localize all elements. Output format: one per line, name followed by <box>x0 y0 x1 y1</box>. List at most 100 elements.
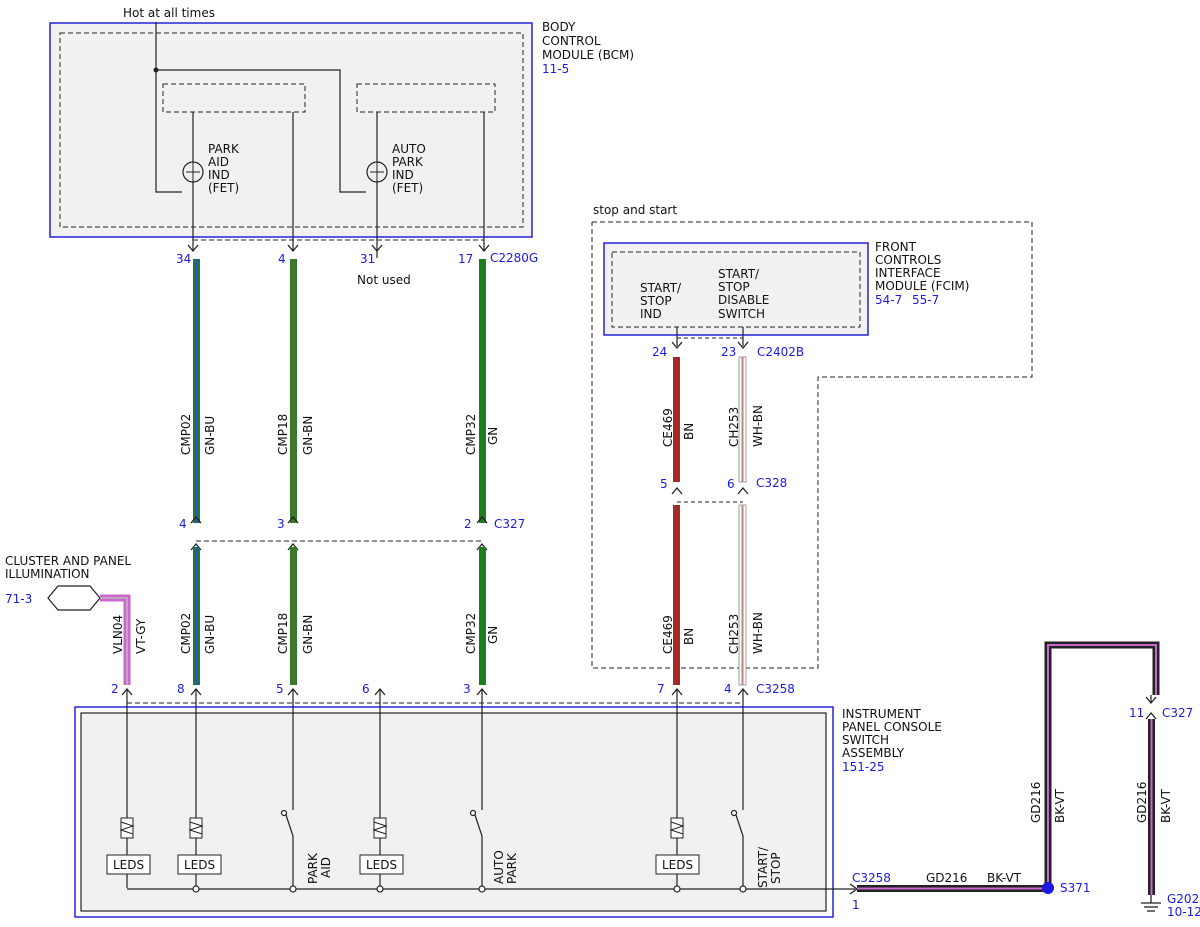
wire-label-ch253-upper: CH253 <box>727 407 741 447</box>
ss-disable-line3: DISABLE <box>718 293 769 307</box>
stop-start-region <box>591 221 1033 669</box>
bcm-inner-dashed <box>59 32 524 228</box>
wire-color-gn-upper: GN <box>486 427 500 445</box>
ss-disable-line4: SWITCH <box>718 307 765 321</box>
wire-cmp02-upper <box>193 259 200 523</box>
ipc-internal-wiring <box>126 690 855 890</box>
ipc-title-line1: INSTRUMENT <box>842 707 921 721</box>
wire-ch253-upper <box>738 356 747 483</box>
auto-park-fet-icon <box>366 161 388 183</box>
wire-color-gnbu-upper: GN-BU <box>203 416 217 455</box>
wire-color-whbn-upper: WH-BN <box>751 405 765 447</box>
start-stop-switch-line1: START/ <box>756 846 770 888</box>
park-aid-ind-line3: IND <box>208 168 230 182</box>
ipc-pin-2: 2 <box>111 682 119 696</box>
ipc-pin-7: 7 <box>657 682 665 696</box>
pin-4: 4 <box>278 252 286 266</box>
cluster-connector-icon <box>47 585 101 611</box>
connector-c2280g[interactable]: C2280G <box>490 251 538 265</box>
ss-ind-line2: STOP <box>640 294 672 308</box>
ipc-title-line4: ASSEMBLY <box>842 746 905 760</box>
park-aid-switch-line1: PARK <box>306 852 320 884</box>
bcm-title-line2: CONTROL <box>542 34 601 48</box>
fcim-title-line2: CONTROLS <box>875 253 941 267</box>
auto-park-switch-line2: PARK <box>505 852 519 884</box>
fcim-title-line3: INTERFACE <box>875 266 941 280</box>
wire-cmp18-upper <box>290 259 297 523</box>
bcm-page-ref[interactable]: 11-5 <box>542 62 569 76</box>
wire-color-whbn-lower: WH-BN <box>751 612 765 654</box>
connector-c3258[interactable]: C3258 <box>756 682 795 696</box>
ground-g202-ref[interactable]: 10-12 <box>1167 905 1200 919</box>
fcim-page-ref-1[interactable]: 54-7 <box>875 293 902 307</box>
leds-label-1: LEDS <box>113 858 144 872</box>
ground-icon <box>1141 895 1161 912</box>
wire-color-gn-lower: GN <box>486 626 500 644</box>
fcim-page-ref-2[interactable]: 55-7 <box>912 293 939 307</box>
wire-color-vtgy: VT-GY <box>134 618 148 654</box>
bcm-module-box <box>49 22 533 238</box>
ground-g202[interactable]: G202 <box>1167 892 1199 906</box>
wire-cmp32-upper <box>479 259 486 523</box>
c328-pin-6: 6 <box>727 477 735 491</box>
connector-c3258-pin1[interactable]: C3258 <box>852 871 891 885</box>
connector-c2402b[interactable]: C2402B <box>757 345 804 359</box>
park-aid-ind-line1: PARK <box>208 142 240 156</box>
park-aid-ind-line4: (FET) <box>208 181 239 195</box>
wire-label-cmp18-lower: CMP18 <box>276 613 290 654</box>
c327-pin-2: 2 <box>464 517 472 531</box>
splice-s371[interactable]: S371 <box>1060 881 1091 895</box>
wire-ch253-lower <box>738 504 747 686</box>
cluster-label-line1: CLUSTER AND PANEL <box>5 554 131 568</box>
ipc-pin-5: 5 <box>276 682 284 696</box>
not-used-label: Not used <box>357 273 411 287</box>
wire-label-ce469-lower: CE469 <box>661 615 675 654</box>
c327-pin-3: 3 <box>277 517 285 531</box>
cluster-page-ref[interactable]: 71-3 <box>5 592 32 606</box>
wire-cmp32-lower <box>479 547 486 685</box>
junction-dot <box>153 67 159 73</box>
fcim-title-line1: FRONT <box>875 240 917 254</box>
connector-c328[interactable]: C328 <box>756 476 787 490</box>
ipc-page-ref[interactable]: 151-25 <box>842 760 885 774</box>
connector-c327[interactable]: C327 <box>494 517 525 531</box>
wire-color-bn-upper: BN <box>682 423 696 440</box>
park-aid-fet-icon <box>182 161 204 183</box>
start-stop-switch-line2: STOP <box>769 852 783 884</box>
leds-label-3: LEDS <box>366 858 397 872</box>
fcim-inner-dashed <box>611 251 861 328</box>
wire-color-bkvt-v2: BK-VT <box>1159 788 1173 823</box>
hot-at-all-times-label: Hot at all times <box>123 6 215 20</box>
bcm-title-line3: MODULE (BCM) <box>542 48 634 62</box>
bcm-sub-box-1 <box>162 83 306 113</box>
splice-s371-icon <box>1042 882 1054 894</box>
auto-park-ind-line1: AUTO <box>392 142 426 156</box>
wire-label-cmp32-lower: CMP32 <box>464 613 478 654</box>
fcim-pin-23: 23 <box>721 345 736 359</box>
wire-ce469-upper <box>673 357 680 482</box>
switch-icon <box>280 809 744 837</box>
leds-box-2 <box>177 854 222 875</box>
stop-start-label: stop and start <box>593 203 677 217</box>
leds-box-1 <box>106 854 151 875</box>
ss-disable-line2: STOP <box>718 280 750 294</box>
wire-label-gd216-v1: GD216 <box>1029 782 1043 823</box>
ipc-pin-3: 3 <box>463 682 471 696</box>
bus-junctions <box>192 885 747 893</box>
leds-label-2: LEDS <box>184 858 215 872</box>
pin-34: 34 <box>176 252 191 266</box>
wire-label-gd216-h: GD216 <box>926 871 967 885</box>
wire-cmp02-lower <box>193 547 200 685</box>
ipc-title-line3: SWITCH <box>842 733 889 747</box>
wire-color-bn-lower: BN <box>682 628 696 645</box>
connector-c327-ground[interactable]: C327 <box>1162 706 1193 720</box>
ipc-pin-6: 6 <box>362 682 370 696</box>
wire-color-bkvt-v1: BK-VT <box>1053 788 1067 823</box>
ss-ind-line3: IND <box>640 307 662 321</box>
wire-label-cmp02-upper: CMP02 <box>179 414 193 455</box>
ipc-pin-8: 8 <box>177 682 185 696</box>
bcm-pin-arrows <box>187 244 490 253</box>
auto-park-ind-line3: IND <box>392 168 414 182</box>
led-resistor-icon <box>119 817 685 839</box>
leds-box-3 <box>359 854 404 875</box>
